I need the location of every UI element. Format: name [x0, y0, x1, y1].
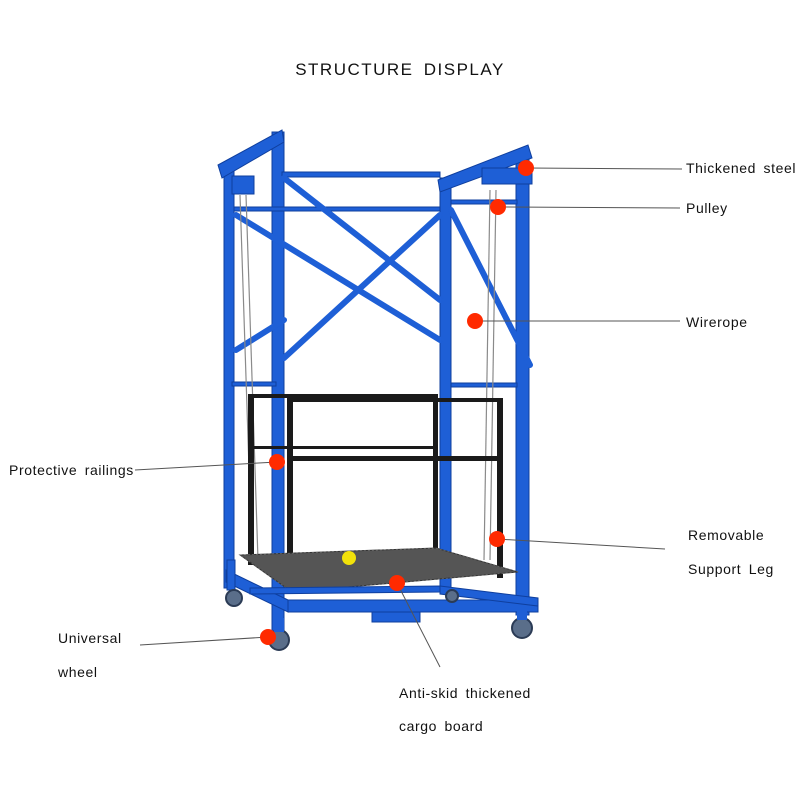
- label-universal-line1: Universal: [58, 630, 122, 646]
- leader-pulley: [497, 206, 681, 209]
- cross-bracing: [233, 175, 533, 368]
- label-universal-line2: wheel: [58, 664, 98, 680]
- wheel-back-right: [445, 589, 459, 603]
- marker-thickened-steel: [518, 160, 534, 176]
- leader-thickened-steel: [525, 167, 683, 170]
- callout-markers: [260, 160, 534, 645]
- pulley-housing-left: [231, 175, 255, 195]
- upper-rail: [233, 206, 441, 212]
- marker-cargo-board: [389, 575, 405, 591]
- label-wirerope: Wirerope: [686, 314, 748, 330]
- base-frame: [225, 559, 539, 623]
- marker-protective-railings: [269, 454, 285, 470]
- right-front-post: [515, 149, 530, 616]
- label-removable-line1: Removable: [688, 527, 765, 543]
- left-rear-post: [223, 167, 235, 589]
- leader-protective-railings: [134, 461, 278, 471]
- label-thickened-steel: Thickened steel: [686, 160, 797, 176]
- mid-rail-right: [450, 382, 518, 388]
- wheel-front-right: [511, 617, 533, 639]
- cargo-board: [238, 547, 519, 593]
- label-protective-railings: Protective railings: [9, 462, 134, 478]
- diagram-title: STRUCTURE DISPLAY: [295, 60, 505, 79]
- marker-universal-wheel: [260, 629, 276, 645]
- scaffold-frame: [217, 129, 533, 633]
- leader-cargo-board: [396, 582, 441, 668]
- marker-support-leg: [489, 531, 505, 547]
- marker-pulley: [490, 199, 506, 215]
- leader-lines: [134, 167, 683, 668]
- label-pulley: Pulley: [686, 200, 728, 216]
- railings: [248, 394, 503, 588]
- right-upper-rail: [450, 199, 518, 205]
- right-inner-post: [439, 177, 452, 589]
- marker-wirerope: [467, 313, 483, 329]
- mid-rail-left: [231, 381, 277, 387]
- top-beam-left: [217, 129, 285, 179]
- wheel-back-left: [225, 589, 243, 607]
- label-cargo-line2: cargo board: [399, 718, 484, 734]
- leader-support-leg: [496, 538, 666, 550]
- leader-universal-wheel: [139, 636, 269, 646]
- label-cargo-line1: Anti-skid thickened: [399, 685, 531, 701]
- top-rail: [281, 171, 441, 178]
- yellow-item: [342, 551, 356, 565]
- label-removable-line2: Support Leg: [688, 561, 774, 577]
